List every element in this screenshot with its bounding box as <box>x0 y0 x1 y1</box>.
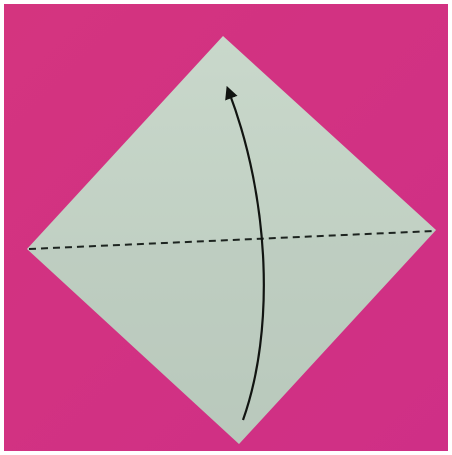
image-frame <box>0 0 452 455</box>
origami-scene <box>0 0 452 455</box>
